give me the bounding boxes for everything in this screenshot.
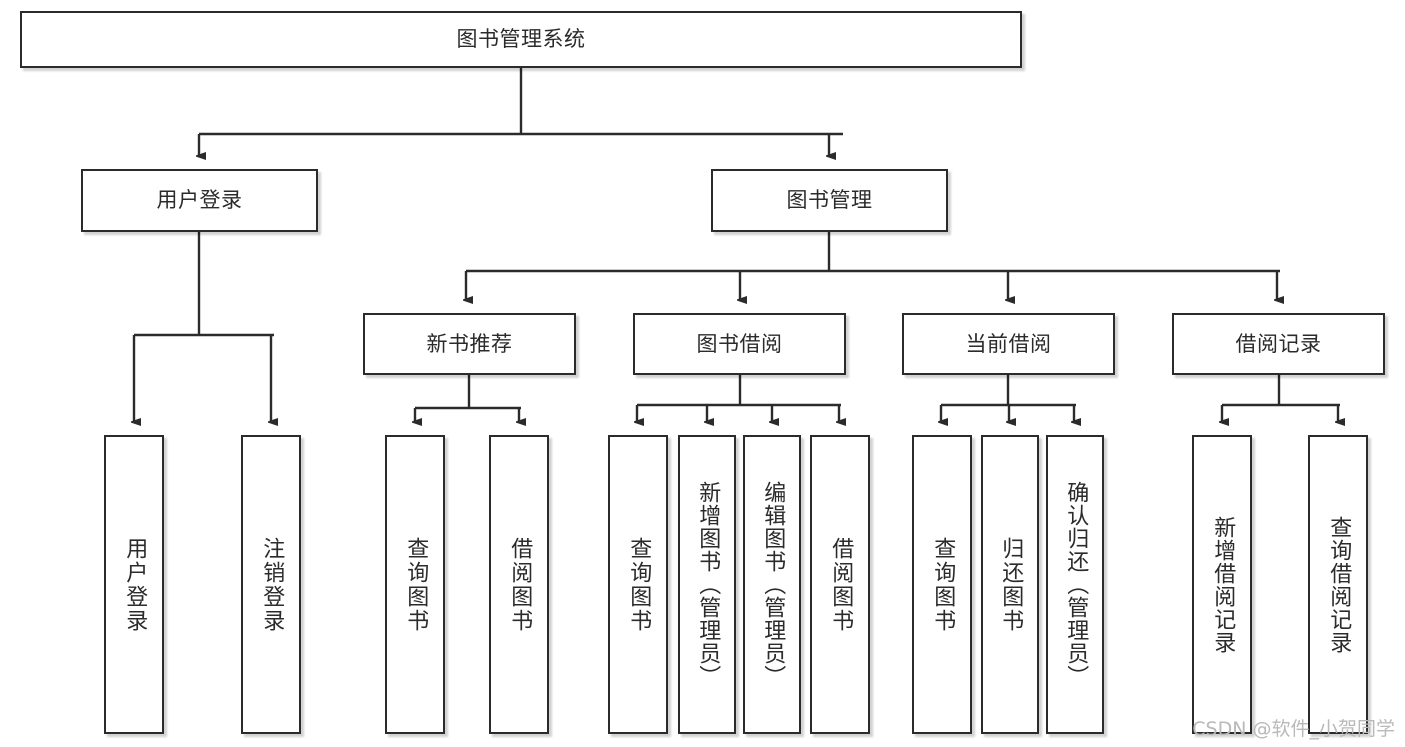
node-user-login[interactable]: 用户登录 <box>81 169 318 232</box>
leaf-borrow-books-recommend-label: 借阅图书 <box>507 536 533 633</box>
leaf-add-book-admin-label: 新增图书（管理员） <box>695 481 721 688</box>
leaf-borrow-books-recommend[interactable]: 借阅图书 <box>489 435 549 734</box>
leaf-edit-book-admin[interactable]: 编辑图书（管理员） <box>743 435 801 734</box>
leaf-query-books-current-label: 查询图书 <box>930 536 956 633</box>
node-book-borrow-label: 图书借阅 <box>696 331 783 356</box>
leaf-query-books-borrow-label: 查询图书 <box>626 536 652 633</box>
node-book-management-label: 图书管理 <box>786 188 873 213</box>
node-current-borrow[interactable]: 当前借阅 <box>902 313 1115 375</box>
leaf-borrow-books-borrow[interactable]: 借阅图书 <box>810 435 870 734</box>
node-borrow-records[interactable]: 借阅记录 <box>1172 313 1385 375</box>
leaf-return-books[interactable]: 归还图书 <box>981 435 1039 734</box>
leaf-add-borrow-record[interactable]: 新增借阅记录 <box>1192 435 1252 734</box>
leaf-borrow-books-borrow-label: 借阅图书 <box>828 536 854 633</box>
leaf-query-books-current[interactable]: 查询图书 <box>912 435 972 734</box>
node-book-management[interactable]: 图书管理 <box>711 169 948 232</box>
leaf-query-books-recommend-label: 查询图书 <box>403 536 429 633</box>
leaf-query-borrow-record-label: 查询借阅记录 <box>1326 515 1352 654</box>
leaf-logout[interactable]: 注销登录 <box>241 435 301 734</box>
leaf-add-borrow-record-label: 新增借阅记录 <box>1210 515 1236 654</box>
leaf-user-login[interactable]: 用户登录 <box>104 435 164 734</box>
leaf-query-books-recommend[interactable]: 查询图书 <box>385 435 445 734</box>
node-borrow-records-label: 借阅记录 <box>1235 331 1322 356</box>
leaf-query-borrow-record[interactable]: 查询借阅记录 <box>1308 435 1368 734</box>
leaf-return-books-label: 归还图书 <box>998 536 1024 633</box>
leaf-edit-book-admin-label: 编辑图书（管理员） <box>760 481 786 688</box>
node-root-label: 图书管理系统 <box>456 27 586 52</box>
node-root[interactable]: 图书管理系统 <box>20 11 1022 68</box>
node-new-book-recommend[interactable]: 新书推荐 <box>363 313 576 375</box>
node-book-borrow[interactable]: 图书借阅 <box>633 313 846 375</box>
watermark-text: CSDN @软件_小贺同学 <box>1192 718 1395 740</box>
leaf-user-login-label: 用户登录 <box>122 536 148 633</box>
leaf-add-book-admin[interactable]: 新增图书（管理员） <box>678 435 736 734</box>
leaf-logout-label: 注销登录 <box>259 536 285 633</box>
node-user-login-label: 用户登录 <box>156 188 243 213</box>
node-new-book-recommend-label: 新书推荐 <box>426 331 513 356</box>
leaf-confirm-return-admin-label: 确认归还（管理员） <box>1063 481 1089 688</box>
node-current-borrow-label: 当前借阅 <box>965 331 1052 356</box>
leaf-query-books-borrow[interactable]: 查询图书 <box>608 435 668 734</box>
leaf-confirm-return-admin[interactable]: 确认归还（管理员） <box>1046 435 1104 734</box>
